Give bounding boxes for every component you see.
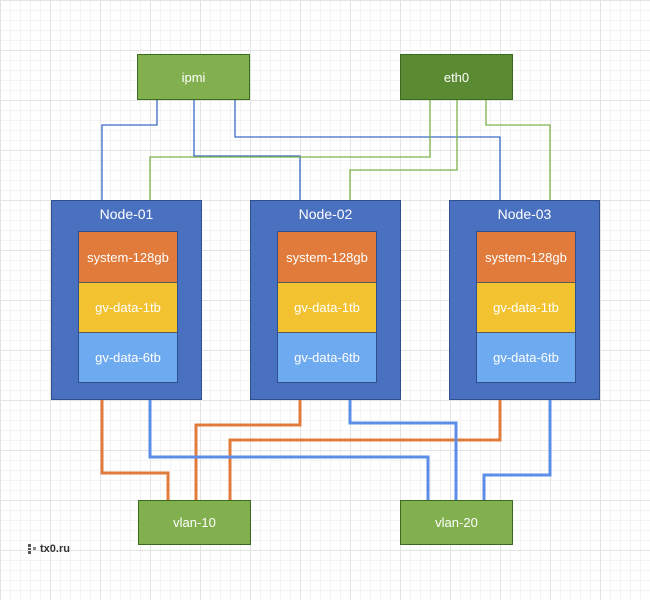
wire-ipmi-node03 <box>234 100 501 200</box>
watermark: tx0.ru <box>27 543 70 555</box>
vlan-10-label: vlan-10 <box>173 515 216 530</box>
node-03[interactable]: Node-03 system-128gb gv-data-1tb gv-data… <box>449 200 600 400</box>
node-01-disks: system-128gb gv-data-1tb gv-data-6tb <box>78 231 178 383</box>
vlan-10-box[interactable]: vlan-10 <box>138 500 251 545</box>
wire-node01-vlan10 <box>100 400 170 500</box>
wire-eth0-node02 <box>349 100 458 200</box>
wire-ipmi-node02 <box>193 100 301 200</box>
wire-node03-vlan10 <box>228 400 502 500</box>
disk-data-6tb[interactable]: gv-data-6tb <box>477 332 575 382</box>
wire-eth0-node03 <box>485 100 551 200</box>
node-01[interactable]: Node-01 system-128gb gv-data-1tb gv-data… <box>51 200 202 400</box>
disk-system[interactable]: system-128gb <box>477 232 575 282</box>
node-02-disks: system-128gb gv-data-1tb gv-data-6tb <box>277 231 377 383</box>
wire-ipmi-node01 <box>101 100 158 200</box>
ipmi-label: ipmi <box>181 69 206 85</box>
wire-node02-vlan20 <box>348 400 458 500</box>
wire-node03-vlan20 <box>482 400 552 500</box>
disk-data-1tb[interactable]: gv-data-1tb <box>79 282 177 332</box>
vlan-20-label: vlan-20 <box>435 515 478 530</box>
disk-data-1tb[interactable]: gv-data-1tb <box>477 282 575 332</box>
disk-system[interactable]: system-128gb <box>278 232 376 282</box>
node-02-title: Node-02 <box>298 206 353 222</box>
wire-node02-vlan10 <box>194 400 302 500</box>
eth0-label: eth0 <box>443 69 470 85</box>
node-02[interactable]: Node-02 system-128gb gv-data-1tb gv-data… <box>250 200 401 400</box>
watermark-text: tx0.ru <box>40 543 70 555</box>
wire-node01-vlan20 <box>148 400 430 500</box>
node-03-disks: system-128gb gv-data-1tb gv-data-6tb <box>476 231 576 383</box>
wire-eth0-node01 <box>149 100 431 200</box>
node-01-title: Node-01 <box>99 206 154 222</box>
disk-data-1tb[interactable]: gv-data-1tb <box>278 282 376 332</box>
disk-data-6tb[interactable]: gv-data-6tb <box>79 332 177 382</box>
network-icon <box>28 544 36 554</box>
disk-system[interactable]: system-128gb <box>79 232 177 282</box>
vlan-20-box[interactable]: vlan-20 <box>400 500 513 545</box>
ipmi-box[interactable]: ipmi <box>137 54 250 100</box>
eth0-box[interactable]: eth0 <box>400 54 513 100</box>
disk-data-6tb[interactable]: gv-data-6tb <box>278 332 376 382</box>
node-03-title: Node-03 <box>497 206 552 222</box>
